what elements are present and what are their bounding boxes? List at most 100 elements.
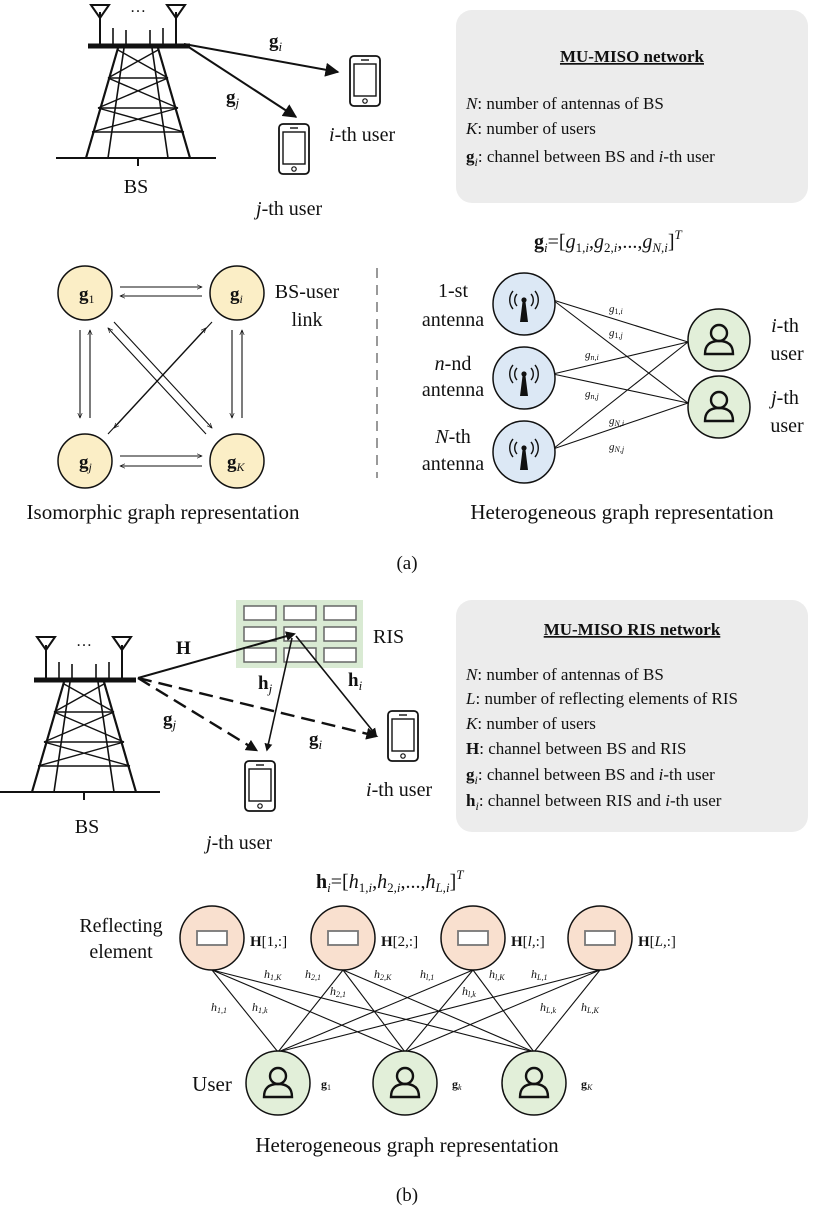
hi-formula: hi=[h1,i,h2,i,...,hL,i]T — [316, 867, 464, 895]
phone-icon-user-j-b — [244, 760, 276, 812]
antenna-n-label-2: antenna — [422, 379, 484, 401]
arrow-hj-label: hj — [258, 673, 273, 696]
arrow-gi-a — [183, 43, 340, 77]
bs-tower-a — [56, 4, 216, 166]
edge-label-gNj: gN,j — [609, 441, 625, 454]
hetero-graph-b — [179, 905, 633, 1116]
info-line2-b: L: number of reflecting elements of RIS — [465, 689, 738, 708]
info-box-a: MU-MISO network N: number of antennas of… — [456, 10, 808, 203]
edge-label-h2K: h2,K — [374, 967, 392, 982]
info-line3-b: K: number of users — [465, 714, 596, 733]
info-line3-a: gi: channel between BS and i-th user — [466, 147, 715, 169]
bs-user-link-label-1: BS-user — [275, 281, 340, 303]
user-node-label-gk: gk — [452, 1077, 462, 1092]
reflecting-label-2: element — [89, 941, 153, 963]
phone-icon-user-i-b — [387, 710, 419, 762]
ris-node-label-l: H[l,:] — [511, 934, 545, 950]
user-i-label-b: i-th user — [366, 779, 432, 801]
hetero-edge-labels-b: h1,K h2,1 h2,K hl,1 hl,K hL,1 h2,1 hl,k … — [211, 967, 599, 1015]
info-line1-a: N: number of antennas of BS — [465, 94, 664, 113]
ris-label: RIS — [373, 626, 404, 648]
arrow-H — [137, 631, 296, 679]
user-j-label-a: j-th user — [253, 198, 322, 220]
info-line4-b: H: channel between BS and RIS — [466, 739, 687, 758]
edge-label-gni: gn,i — [585, 349, 599, 362]
ris-node-label-L: H[L,:] — [638, 934, 676, 950]
arrow-hj — [264, 637, 293, 752]
arrow-gj-a — [183, 43, 298, 118]
user-j-label-b: j-th user — [203, 832, 272, 854]
isomorphic-graph: g1 gi gj gK — [57, 265, 265, 489]
user-i-label-a: i-th user — [329, 124, 395, 146]
iso-label-g1: g1 — [79, 284, 95, 306]
user-i-node-label-2: user — [770, 343, 804, 365]
antenna-N-label-2: antenna — [422, 453, 484, 475]
iso-node-gj — [57, 433, 113, 489]
arrow-gj-b — [137, 676, 259, 752]
edge-label-g1j: g1,j — [609, 327, 624, 340]
hetero-caption-b: Heterogeneous graph representation — [255, 1133, 559, 1157]
bs-tower-b — [0, 636, 160, 800]
edge-label-h11: h1,1 — [211, 1000, 227, 1015]
antenna-1-label-1: 1-st — [438, 280, 468, 302]
edge-label-hLK: hL,K — [581, 1000, 599, 1015]
hetero-graph-a — [492, 272, 751, 484]
edge-label-g1i: g1,i — [609, 303, 623, 316]
edge-label-hlK: hl,K — [489, 967, 505, 982]
phone-icon-user-j-a — [278, 123, 310, 175]
user-i-node-label-1: i-th — [771, 315, 799, 337]
iso-node-gK — [209, 433, 265, 489]
iso-label-gK: gK — [227, 452, 246, 474]
info-line6-b: hi: channel between RIS and i-th user — [466, 791, 722, 813]
panel-b-tag: (b) — [396, 1185, 418, 1206]
user-row-label: User — [192, 1072, 232, 1096]
info-title-a: MU-MISO network — [560, 47, 705, 66]
edge-label-h21: h2,1 — [305, 967, 321, 982]
bs-user-link-label-2: link — [291, 309, 322, 331]
info-line1-b: N: number of antennas of BS — [465, 665, 664, 684]
phone-icon-user-i-a — [349, 55, 381, 107]
edge-label-h1K: h1,K — [264, 967, 282, 982]
arrow-hi — [295, 635, 378, 737]
info-title-b: MU-MISO RIS network — [544, 620, 721, 639]
arrow-gi-label-a: gi — [269, 31, 283, 54]
bs-label-b: BS — [75, 816, 99, 838]
user-j-node-label-1: j-th — [768, 387, 799, 409]
info-box-b: MU-MISO RIS network N: number of antenna… — [456, 600, 808, 832]
edge-label-gnj: gn,j — [585, 388, 600, 401]
arrow-gj-label-a: gj — [226, 87, 240, 110]
user-node-label-g1: g1 — [321, 1077, 331, 1092]
user-j-node-label-2: user — [770, 415, 804, 437]
arrow-hi-label: hi — [348, 670, 363, 693]
info-line2-a: K: number of users — [465, 119, 596, 138]
antenna-n-label-1: n-nd — [435, 353, 472, 375]
edge-label-h1k: h1,k — [252, 1000, 268, 1015]
edge-label-hlk: hl,k — [462, 984, 476, 999]
edge-label-hl1: hl,1 — [420, 967, 434, 982]
iso-node-g1 — [57, 265, 113, 321]
ris-node-label-2: H[2,:] — [381, 934, 418, 950]
edge-label-hLk: hL,k — [540, 1000, 556, 1015]
edge-label-h21-b: h2,1 — [330, 984, 346, 999]
reflecting-label-1: Reflecting — [79, 915, 162, 937]
arrow-H-label: H — [176, 638, 191, 659]
iso-label-gj: gj — [79, 452, 93, 474]
user-node-label-gK: gK — [581, 1077, 593, 1092]
bs-label-a: BS — [124, 176, 148, 198]
ris-node-label-1: H[1,:] — [250, 934, 287, 950]
gi-formula: gi=[g1,i,g2,i,...,gN,i]T — [534, 227, 683, 255]
iso-label-gi: gi — [230, 284, 243, 306]
panel-a-tag: (a) — [396, 553, 417, 574]
hetero-caption-a: Heterogeneous graph representation — [470, 500, 774, 524]
edge-label-hL1: hL,1 — [531, 967, 547, 982]
iso-node-gi — [209, 265, 265, 321]
antenna-1-label-2: antenna — [422, 309, 484, 331]
info-line5-b: gi: channel between BS and i-th user — [466, 765, 715, 787]
arrow-gj-label-b: gj — [163, 709, 177, 732]
tower-dots-b: … — [76, 633, 92, 650]
tower-dots-a: … — [130, 0, 146, 16]
antenna-N-label-1: N-th — [434, 426, 471, 448]
iso-caption: Isomorphic graph representation — [27, 500, 300, 524]
arrow-gi-label-b: gi — [309, 729, 323, 752]
